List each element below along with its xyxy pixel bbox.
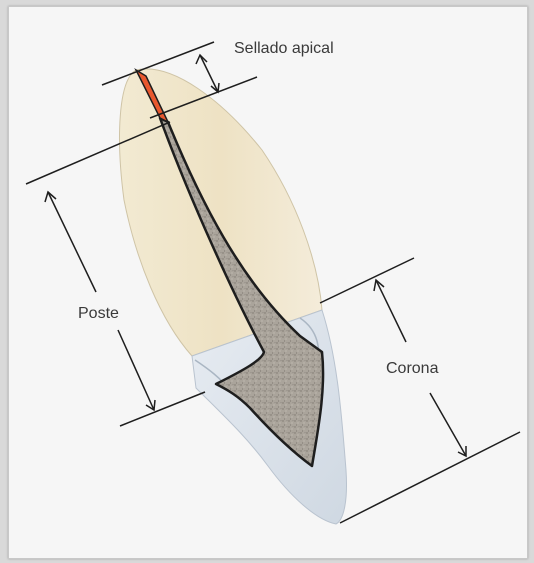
post-lower-line bbox=[120, 392, 205, 426]
post-label: Poste bbox=[78, 305, 119, 322]
apical-seal-label: Sellado apical bbox=[234, 40, 334, 57]
crown-lower-line bbox=[340, 432, 520, 523]
tooth-root bbox=[120, 69, 322, 356]
apical-seal-arrow bbox=[196, 55, 219, 92]
crown-label: Corona bbox=[386, 360, 439, 377]
crown-upper-line bbox=[320, 258, 414, 303]
